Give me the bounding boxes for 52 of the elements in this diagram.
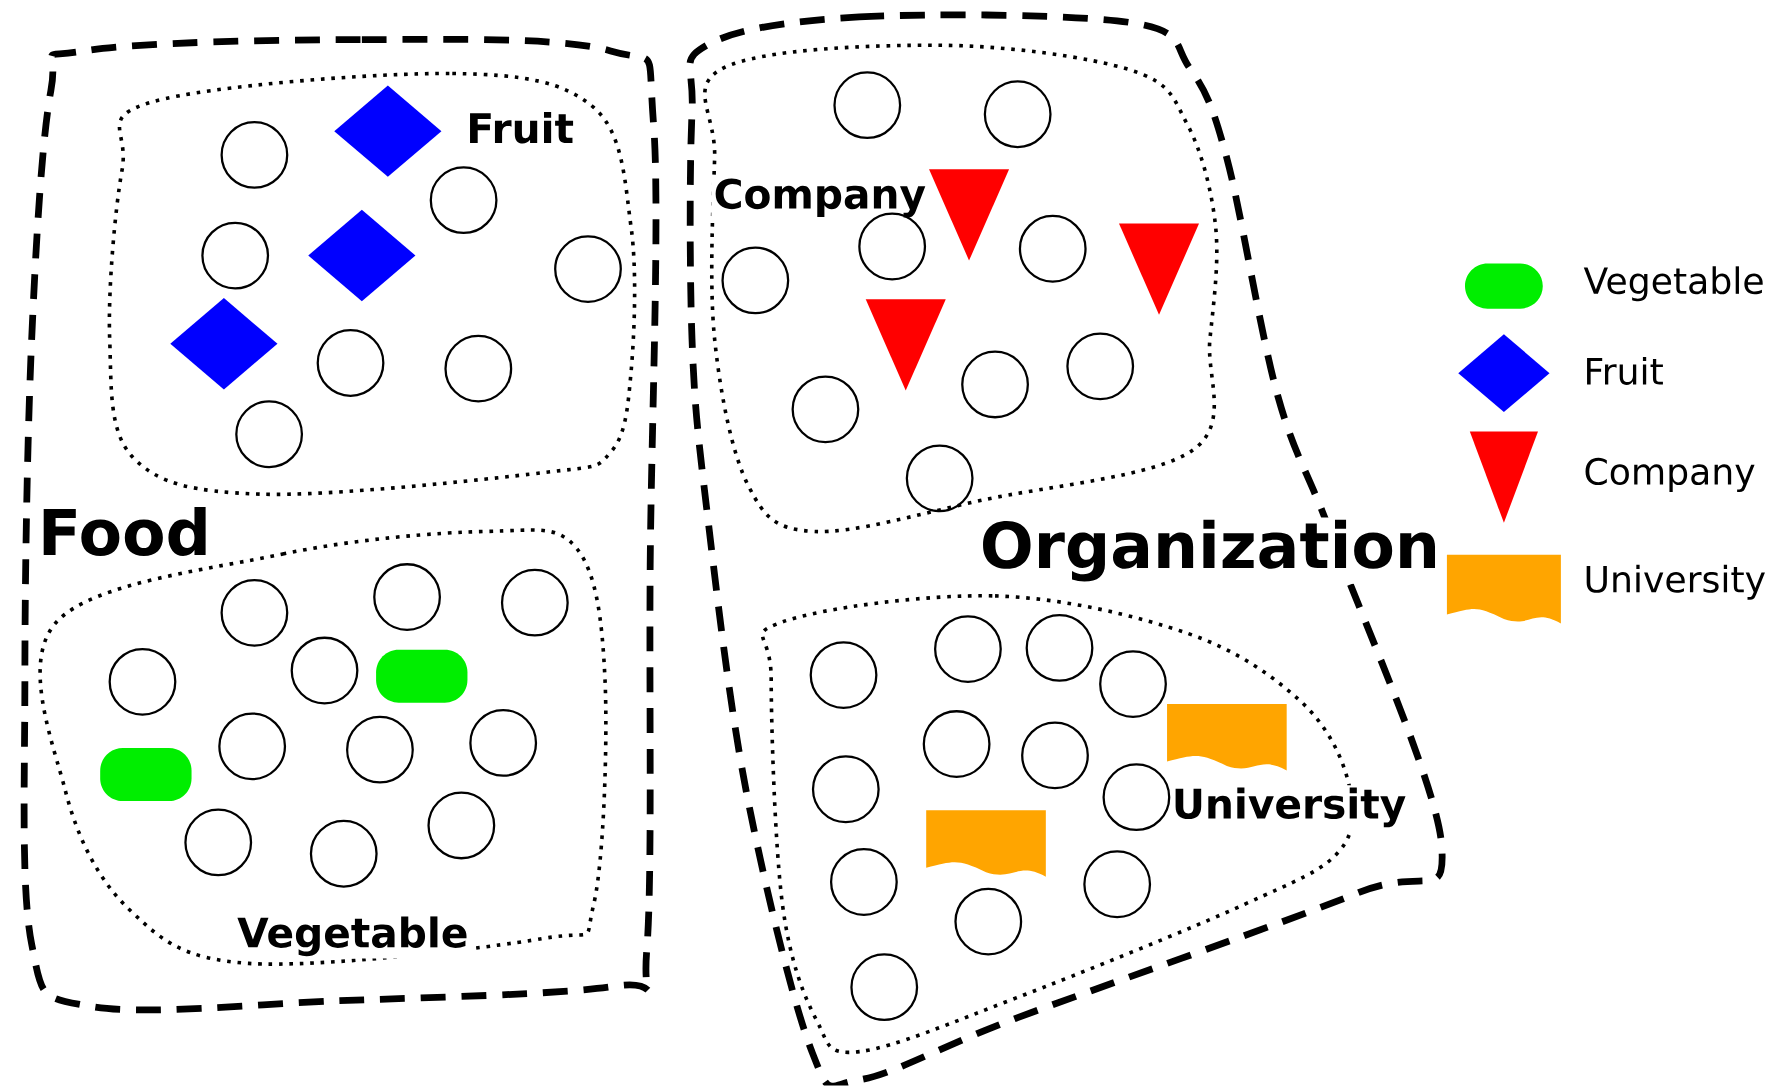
circle [1066,332,1135,401]
circle [721,246,790,315]
circle [1025,614,1094,683]
circle [220,121,289,190]
circle [954,887,1023,956]
circle [809,641,878,710]
pill-shape [100,748,192,802]
circle [830,848,898,917]
pill-shape [376,649,468,703]
circle [905,444,974,513]
circle [316,329,385,398]
circle [934,615,1002,684]
circle [983,80,1052,149]
circle [444,334,513,403]
circle [427,791,496,860]
circle [850,953,919,1022]
flag-shape [1167,704,1287,771]
circle [290,636,359,705]
triangle [1119,223,1200,316]
circle [201,221,270,290]
circle [1102,763,1171,832]
circle [309,820,378,888]
legend-label: Company [1585,457,1755,493]
triangle [865,299,946,391]
circle [184,808,253,877]
circle [1021,721,1089,790]
circle [833,71,902,140]
diamond [308,210,416,302]
circle [220,579,289,648]
circle [235,400,304,469]
diamond [334,85,442,178]
circle [961,350,1029,419]
circle [218,712,287,781]
circle [346,716,414,784]
legend-label: Fruit [1587,357,1663,386]
circle [108,648,177,716]
circle [373,563,441,632]
flag-shape [926,810,1046,877]
legend-label: University [1586,565,1765,601]
circle [1083,850,1152,919]
diamond [170,298,278,390]
circle [1099,650,1167,719]
triangle [929,169,1010,261]
circle [429,166,498,235]
circle [811,755,880,824]
circle [1018,215,1087,283]
circle [922,710,991,779]
circle [791,375,860,444]
circle [554,235,622,304]
legend-label: Vegetable [1583,266,1763,302]
circle [500,569,569,637]
circle [469,709,538,778]
